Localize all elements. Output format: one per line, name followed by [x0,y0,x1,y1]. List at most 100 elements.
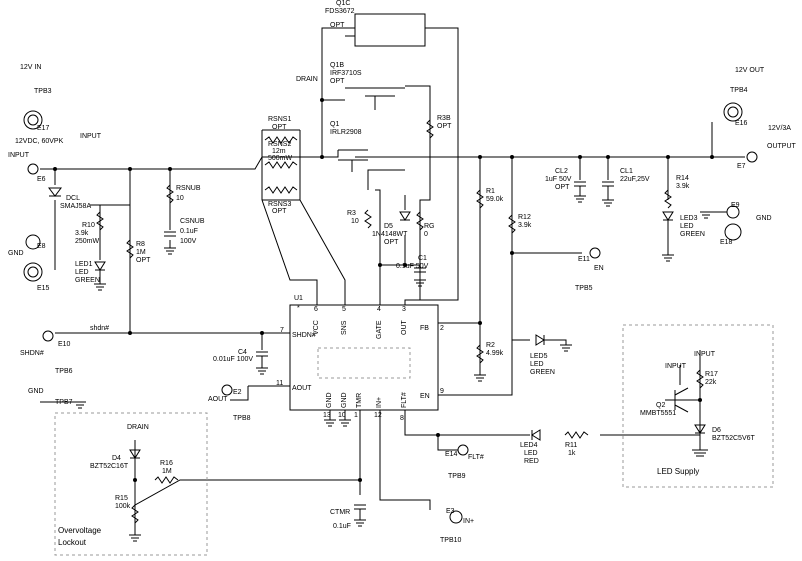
lbl-r11-v: 1k [568,450,576,457]
lbl-rsns3: RSNS3 [268,201,291,208]
lbl-e10: E10 [58,341,71,348]
lbl-cl1: CL1 [620,168,633,175]
e14-ring[interactable] [457,444,469,456]
e7-ring[interactable] [746,151,758,163]
pin-inp: IN+ [376,397,383,408]
lbl-e6: E6 [37,176,46,183]
pin-vcc: VCC [313,320,320,335]
e16-ring[interactable] [723,102,743,122]
lbl-e16: E16 [735,120,748,127]
lbl-cl2-opt: OPT [555,184,570,191]
lbl-e3: E3 [446,508,455,515]
pin-gnd2: GND [341,392,348,408]
lbl-cl2: CL2 [555,168,568,175]
lbl-q1c-opt: OPT [330,22,345,29]
e17-ring[interactable] [23,110,43,130]
lbl-r15: R15 [115,495,128,502]
r17-zigzag [696,369,704,389]
lbl-shdn-port: SHDN# [20,350,44,357]
part-labels: Q1C FDS3672 OPT Q1B IRF3710S OPT Q1 IRLR… [60,0,756,530]
lbl-rsnub: RSNUB [176,185,201,192]
e8-ring[interactable] [25,234,41,250]
lbl-rg: RG [424,223,435,230]
pinnum-6: 6 [314,306,318,313]
lbl-q1b-opt: OPT [330,78,345,85]
lbl-q1c-pn: FDS3672 [325,8,355,15]
region-labels: Overvoltage Lockout LED Supply [58,467,699,547]
e18-ring[interactable] [724,223,742,241]
lbl-r3-v: 10 [351,218,359,225]
e11-ring[interactable] [589,247,601,259]
lbl-e11: E11 [578,256,590,263]
lbl-r10: R10 [82,222,95,229]
lbl-dcl-pn: SMAJ58A [60,203,91,210]
lbl-overvoltage: Overvoltage [58,526,102,535]
cl1-plates [602,181,614,187]
lbl-d6: D6 [712,427,721,434]
pinnum-4: 4 [377,306,381,313]
pin-shdn: SHDN# [292,332,316,339]
lbl-d5-opt: OPT [384,239,399,246]
lbl-output: OUTPUT [767,143,797,150]
rg-zigzag [416,211,424,231]
lbl-tpb7: TPB7 [55,399,73,406]
pinnum-5: 5 [342,306,346,313]
lbl-input-flag: INPUT [80,133,102,140]
pin-aout: AOUT [292,385,312,392]
lbl-r17-v: 22k [705,379,717,386]
pinnum-7: 7 [280,327,284,334]
lbl-led3-c: GREEN [680,231,705,238]
r2-zigzag [476,344,484,364]
lbl-r3b: R3B [437,115,451,122]
lbl-tpb8: TPB8 [233,415,251,422]
e15-ring[interactable] [23,262,43,282]
q1-symbol [338,149,368,172]
lbl-e2: E2 [233,389,242,396]
q1c-body [354,13,426,47]
pin-sns: SNS [341,320,348,335]
pinnum-1: 1 [354,412,358,419]
lbl-12v-out: 12V OUT [735,67,765,74]
r3-zigzag [364,209,372,229]
pin-en: EN [420,393,430,400]
pinnum-8: 8 [400,415,404,422]
lbl-drain-top: DRAIN [296,76,318,83]
pin-gnd1: GND [326,392,333,408]
lbl-dcl: DCL [66,195,80,202]
wires [40,27,745,530]
pinnum-3: 3 [402,306,406,313]
lbl-d6-pn: BZT52C5V6T [712,435,756,442]
rsns2-zigzag [264,161,298,169]
e10-ring[interactable] [42,330,54,342]
e3-ring[interactable] [449,510,463,524]
e6-ring[interactable] [27,163,39,175]
lbl-e9: E9 [731,202,740,209]
r14-zigzag [664,189,672,209]
e2-ring[interactable] [221,384,233,396]
ground-symbols [40,186,727,542]
lbl-e18: E18 [720,239,733,246]
lbl-rsns2-v: 12m [272,148,286,155]
lbl-tpb3: TPB3 [34,88,52,95]
lbl-rg-v: 0 [424,231,428,238]
lbl-r16-v: 1M [162,468,172,475]
lbl-r2: R2 [486,342,495,349]
pinnum-11: 11 [276,380,283,387]
r3b-zigzag [426,119,434,139]
lbl-c1: C1 [418,255,427,262]
pinnum-2: 2 [440,325,444,332]
lbl-r1: R1 [486,188,495,195]
r8-zigzag [126,239,134,259]
lbl-r1-v: 59.0k [486,196,504,203]
lbl-tpb9: TPB9 [448,473,466,480]
lbl-r8-v: 1M [136,249,146,256]
lbl-r3b-opt: OPT [437,123,452,130]
lbl-r10-v: 3.9k [75,230,89,237]
r11-zigzag [564,431,589,439]
lbl-r12: R12 [518,214,531,221]
lbl-tpb4: TPB4 [730,87,748,94]
lbl-d4-pn: BZT52C16T [90,463,129,470]
r12-zigzag [508,214,516,234]
lbl-led1-t: LED [75,269,89,276]
